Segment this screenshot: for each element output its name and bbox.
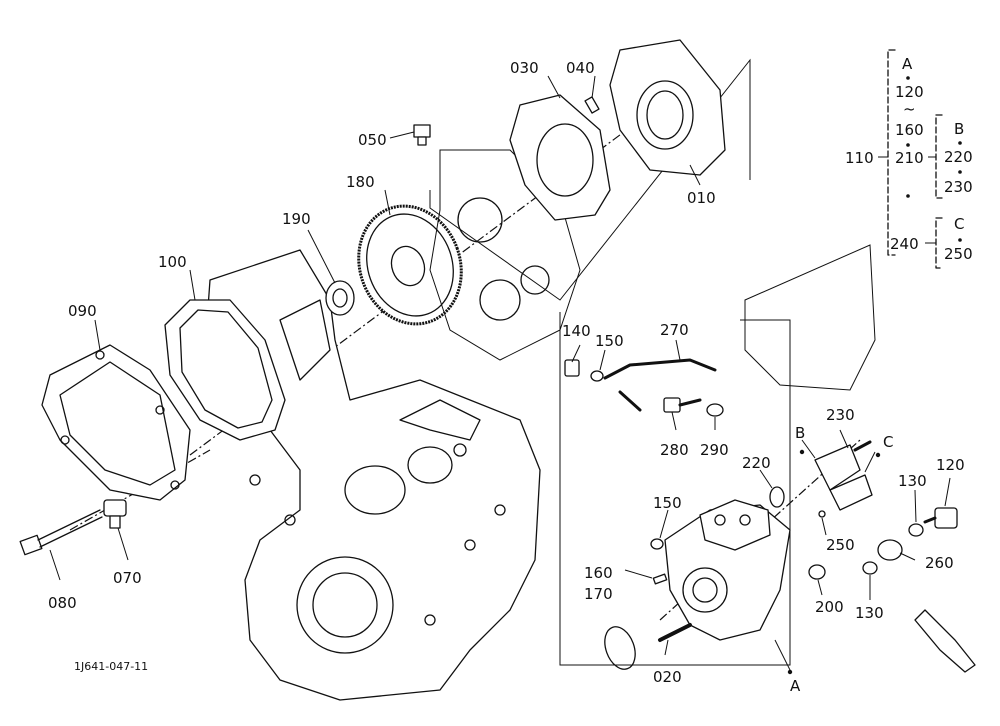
part-090-cover <box>41 344 191 501</box>
injection-pump <box>664 499 791 641</box>
legend-a-to: 160 <box>895 121 924 139</box>
label-180: 180 <box>346 173 375 191</box>
label-190: 190 <box>282 210 311 228</box>
assembly-frame-pump <box>559 312 791 666</box>
label-050: 050 <box>358 131 387 149</box>
cylinder-head-sketch <box>744 244 876 391</box>
label-130-right: 130 <box>898 472 927 490</box>
legend-a-tag: A <box>902 55 913 73</box>
legend-dot-6 <box>958 238 962 242</box>
gear-case-housing <box>204 249 541 701</box>
label-100: 100 <box>158 253 187 271</box>
set-legend: A 120 ~ 160 110 210 B 220 230 C 240 250 <box>845 49 973 269</box>
part-010-housing <box>609 39 726 176</box>
legend-dot-1 <box>906 76 910 80</box>
label-260: 260 <box>925 554 954 572</box>
part-020-stud <box>658 623 692 642</box>
assembly-frame-upper <box>429 58 751 301</box>
legend-c-1: 250 <box>944 245 973 263</box>
legend-b-1: 220 <box>944 148 973 166</box>
marker-b: B <box>795 424 805 442</box>
fuel-line-end <box>914 609 976 673</box>
label-120: 120 <box>936 456 965 474</box>
label-130-lower: 130 <box>855 604 884 622</box>
label-250: 250 <box>826 536 855 554</box>
label-070: 070 <box>113 569 142 587</box>
part-040-pin <box>584 96 600 114</box>
part-200-plug <box>808 564 826 580</box>
label-010: 010 <box>687 189 716 207</box>
label-200: 200 <box>815 598 844 616</box>
part-050-bolt <box>413 124 431 146</box>
legend-dot-2 <box>906 143 910 147</box>
part-100-gasket <box>164 299 286 441</box>
part-070-bolt <box>103 499 127 529</box>
label-030: 030 <box>510 59 539 77</box>
part-160-key <box>652 573 668 585</box>
legend-dot-5 <box>906 194 910 198</box>
legend-dot-4 <box>958 170 962 174</box>
part-250-valve <box>818 474 873 518</box>
part-180-gear <box>357 204 463 326</box>
label-290: 290 <box>700 441 729 459</box>
part-130-washer <box>862 523 924 575</box>
label-080: 080 <box>48 594 77 612</box>
part-170-o-ring <box>604 626 636 670</box>
part-220-o-ring <box>769 486 785 508</box>
marker-c: C <box>883 433 893 451</box>
legend-c-parent: 240 <box>890 235 919 253</box>
label-160: 160 <box>584 564 613 582</box>
label-140: 140 <box>562 322 591 340</box>
label-170: 170 <box>584 585 613 603</box>
legend-b-tag: B <box>954 120 964 138</box>
label-230: 230 <box>826 406 855 424</box>
part-270-pipe <box>603 358 717 412</box>
part-140-bolt <box>564 359 580 377</box>
part-230-sensor <box>814 440 872 491</box>
marker-c-dot <box>875 452 881 458</box>
label-280: 280 <box>660 441 689 459</box>
part-150-washer <box>590 370 664 550</box>
marker-b-dot <box>799 449 805 455</box>
part-190-bushing <box>325 280 355 316</box>
legend-parent: 110 <box>845 149 874 167</box>
part-120-bolt <box>923 507 958 529</box>
label-020: 020 <box>653 668 682 686</box>
marker-a-dot <box>787 669 793 675</box>
label-150-lower: 150 <box>653 494 682 512</box>
label-270: 270 <box>660 321 689 339</box>
legend-c-tag: C <box>954 215 964 233</box>
marker-a: A <box>790 677 801 695</box>
leader-lines <box>49 75 951 671</box>
part-260-banjo <box>877 539 903 561</box>
figure-code: 1J641-047-11 <box>74 660 148 673</box>
label-220: 220 <box>742 454 771 472</box>
part-290-clamp <box>706 403 724 417</box>
part-030-gasket <box>509 94 611 221</box>
label-090: 090 <box>68 302 97 320</box>
label-040: 040 <box>566 59 595 77</box>
legend-dot-3 <box>958 141 962 145</box>
label-150-upper: 150 <box>595 332 624 350</box>
part-080-bolt <box>19 509 103 556</box>
legend-a-mid: 210 <box>895 149 924 167</box>
legend-b-2: 230 <box>944 178 973 196</box>
part-280-bolt <box>663 397 702 413</box>
legend-tilde: ~ <box>903 100 916 118</box>
legend-a-from: 120 <box>895 83 924 101</box>
